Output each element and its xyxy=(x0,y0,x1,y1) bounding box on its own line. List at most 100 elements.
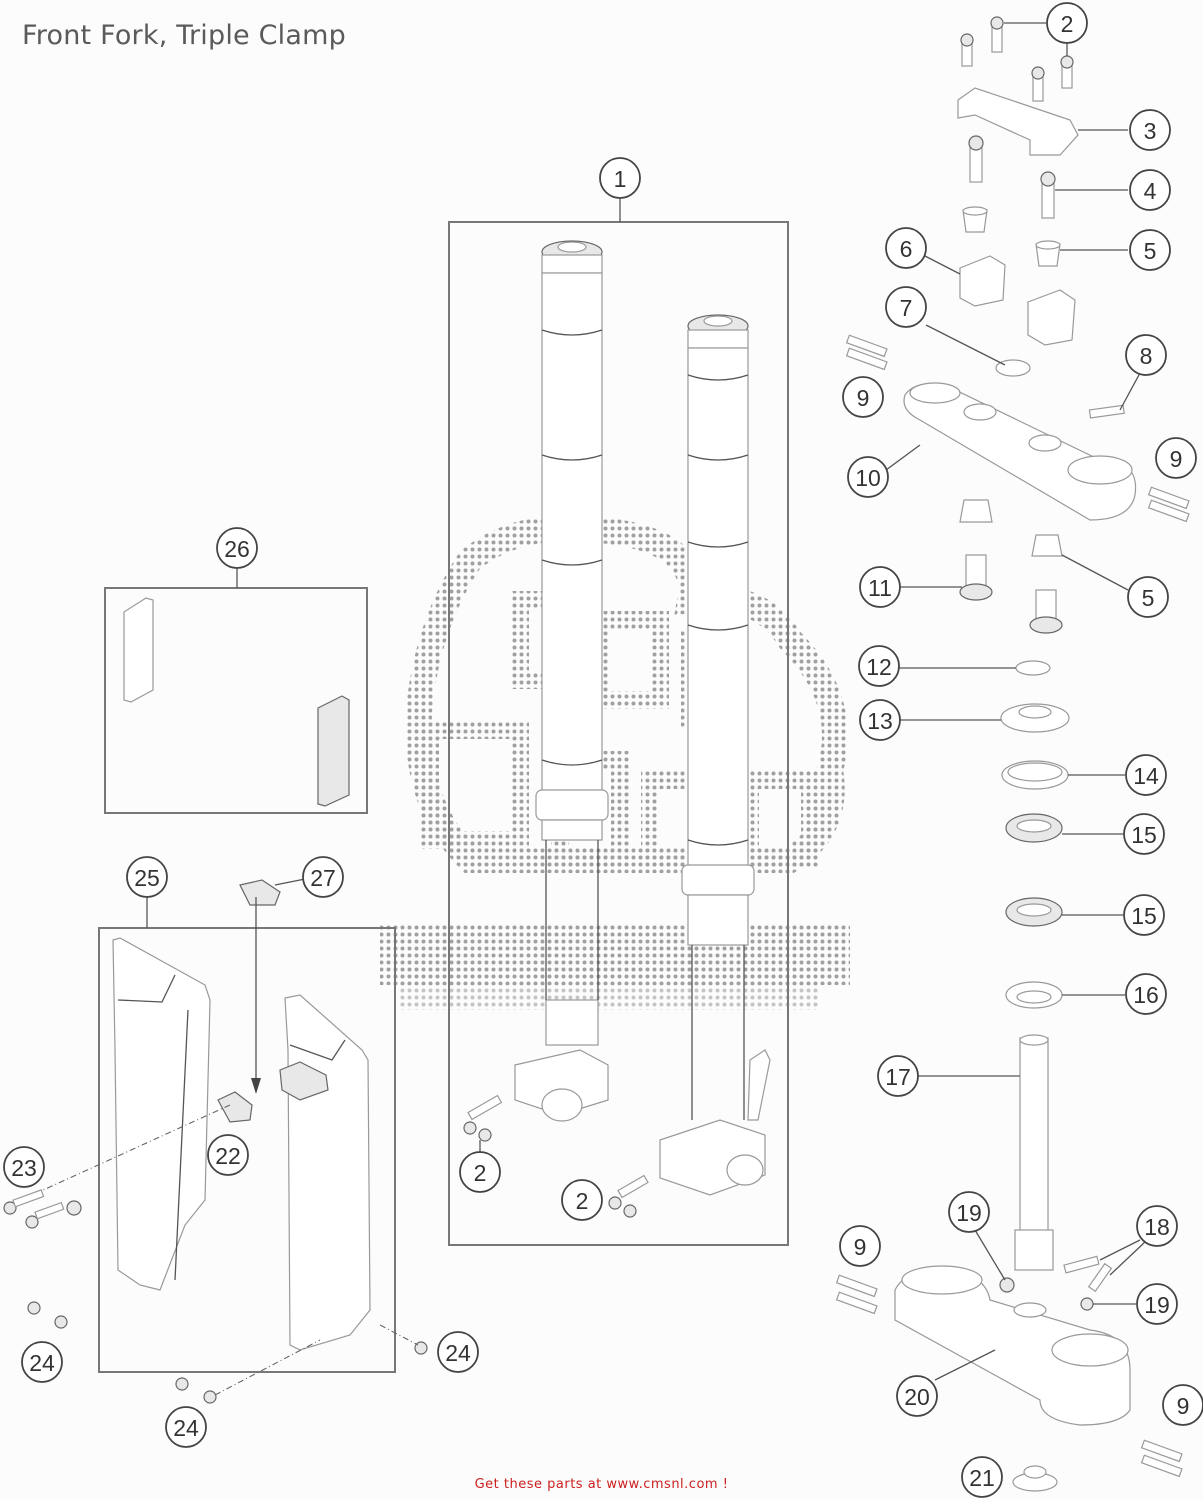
callout-circle xyxy=(561,1179,603,1221)
callout-circle xyxy=(21,1341,63,1383)
callout-24[interactable]: 24 xyxy=(165,1406,207,1448)
lower-triple-clamp xyxy=(835,1229,1183,1492)
callout-number: 25 xyxy=(134,865,160,891)
callout-6[interactable]: 6 xyxy=(885,227,927,269)
callout-7[interactable]: 7 xyxy=(885,286,927,328)
callout-22[interactable]: 22 xyxy=(207,1134,249,1176)
callout-number: 3 xyxy=(1144,118,1157,144)
callout-8[interactable]: 8 xyxy=(1125,334,1167,376)
callout-number: 8 xyxy=(1140,343,1153,369)
callout-2[interactable]: 2 xyxy=(561,1179,603,1221)
callout-number: 12 xyxy=(866,654,892,680)
callout-25[interactable]: 25 xyxy=(126,856,168,898)
callout-circle xyxy=(1046,2,1088,44)
callout-number: 13 xyxy=(867,708,893,734)
callout-9[interactable]: 9 xyxy=(1155,437,1197,479)
callout-24[interactable]: 24 xyxy=(437,1331,479,1373)
protector-fasteners xyxy=(3,1104,428,1404)
callout-circle xyxy=(437,1331,479,1373)
callout-number: 2 xyxy=(1061,11,1074,37)
callout-circle xyxy=(207,1134,249,1176)
callout-19[interactable]: 19 xyxy=(948,1191,990,1233)
callout-26[interactable]: 26 xyxy=(216,527,258,569)
callout-circle xyxy=(847,456,889,498)
callout-3[interactable]: 3 xyxy=(1129,109,1171,151)
callout-1[interactable]: 1 xyxy=(599,157,641,199)
fork-protector-box xyxy=(98,895,396,1373)
callout-circle xyxy=(1136,1283,1178,1325)
callout-21[interactable]: 21 xyxy=(961,1456,1003,1498)
callout-13[interactable]: 13 xyxy=(859,699,901,741)
callout-circle xyxy=(859,699,901,741)
callout-10[interactable]: 10 xyxy=(847,456,889,498)
callout-circle xyxy=(839,1225,881,1267)
callout-number: 2 xyxy=(474,1160,487,1186)
callout-circle xyxy=(126,856,168,898)
callout-circle xyxy=(858,645,900,687)
callout-circle xyxy=(842,376,884,418)
callout-23[interactable]: 23 xyxy=(3,1146,45,1188)
callout-number: 9 xyxy=(857,385,870,411)
callout-number: 11 xyxy=(868,575,892,601)
callout-11[interactable]: 11 xyxy=(859,566,901,608)
callout-number: 9 xyxy=(854,1234,867,1260)
callout-number: 26 xyxy=(224,536,250,562)
callout-number: 4 xyxy=(1144,178,1157,204)
callout-17[interactable]: 17 xyxy=(877,1055,919,1097)
diagram-title: Front Fork, Triple Clamp xyxy=(22,20,346,51)
clamp-bushings xyxy=(899,499,1129,634)
callout-number: 24 xyxy=(29,1350,55,1376)
callout-circle xyxy=(599,157,641,199)
watermark-logo xyxy=(380,515,850,1010)
callout-number: 15 xyxy=(1131,822,1157,848)
callout-number: 19 xyxy=(956,1200,982,1226)
clip-item-27 xyxy=(239,878,306,1094)
callout-number: 2 xyxy=(576,1188,589,1214)
callout-4[interactable]: 4 xyxy=(1129,169,1171,211)
callout-circle xyxy=(1136,1205,1178,1247)
callout-circle xyxy=(1125,334,1167,376)
callout-circle xyxy=(948,1191,990,1233)
callout-number: 9 xyxy=(1170,446,1183,472)
callout-9[interactable]: 9 xyxy=(839,1225,881,1267)
callout-circle xyxy=(3,1146,45,1188)
callout-number: 5 xyxy=(1142,585,1155,611)
callout-number: 6 xyxy=(900,236,913,262)
callout-18[interactable]: 18 xyxy=(1136,1205,1178,1247)
callout-16[interactable]: 16 xyxy=(1125,973,1167,1015)
callout-19[interactable]: 19 xyxy=(1136,1283,1178,1325)
callout-circle xyxy=(216,527,258,569)
callout-number: 27 xyxy=(310,865,336,891)
callout-circle xyxy=(1129,229,1171,271)
callout-2[interactable]: 2 xyxy=(1046,2,1088,44)
callout-14[interactable]: 14 xyxy=(1125,754,1167,796)
callout-2[interactable]: 2 xyxy=(459,1151,501,1193)
callout-27[interactable]: 27 xyxy=(302,856,344,898)
callout-circle xyxy=(1123,894,1165,936)
callout-number: 5 xyxy=(1144,238,1157,264)
callout-24[interactable]: 24 xyxy=(21,1341,63,1383)
callout-circle xyxy=(459,1151,501,1193)
callout-number: 10 xyxy=(855,465,881,491)
callout-number: 24 xyxy=(445,1340,471,1366)
callout-5[interactable]: 5 xyxy=(1127,576,1169,618)
footer-link[interactable]: Get these parts at www.cmsnl.com ! xyxy=(474,1477,729,1492)
callout-15[interactable]: 15 xyxy=(1123,813,1165,855)
callout-circle xyxy=(1123,813,1165,855)
bolts-item-2-lower xyxy=(463,1094,649,1218)
callout-number: 21 xyxy=(969,1465,995,1491)
callout-circle xyxy=(961,1456,1003,1498)
callout-20[interactable]: 20 xyxy=(896,1375,938,1417)
callout-9[interactable]: 9 xyxy=(1162,1384,1203,1426)
handlebar-clamp-parts xyxy=(924,16,1128,346)
callout-12[interactable]: 12 xyxy=(858,645,900,687)
callout-number: 19 xyxy=(1144,1292,1170,1318)
callout-9[interactable]: 9 xyxy=(842,376,884,418)
callout-circle xyxy=(877,1055,919,1097)
callout-number: 20 xyxy=(904,1384,930,1410)
callout-number: 15 xyxy=(1131,903,1157,929)
callout-15[interactable]: 15 xyxy=(1123,894,1165,936)
callout-circle xyxy=(302,856,344,898)
callout-number: 14 xyxy=(1133,763,1159,789)
callout-5[interactable]: 5 xyxy=(1129,229,1171,271)
